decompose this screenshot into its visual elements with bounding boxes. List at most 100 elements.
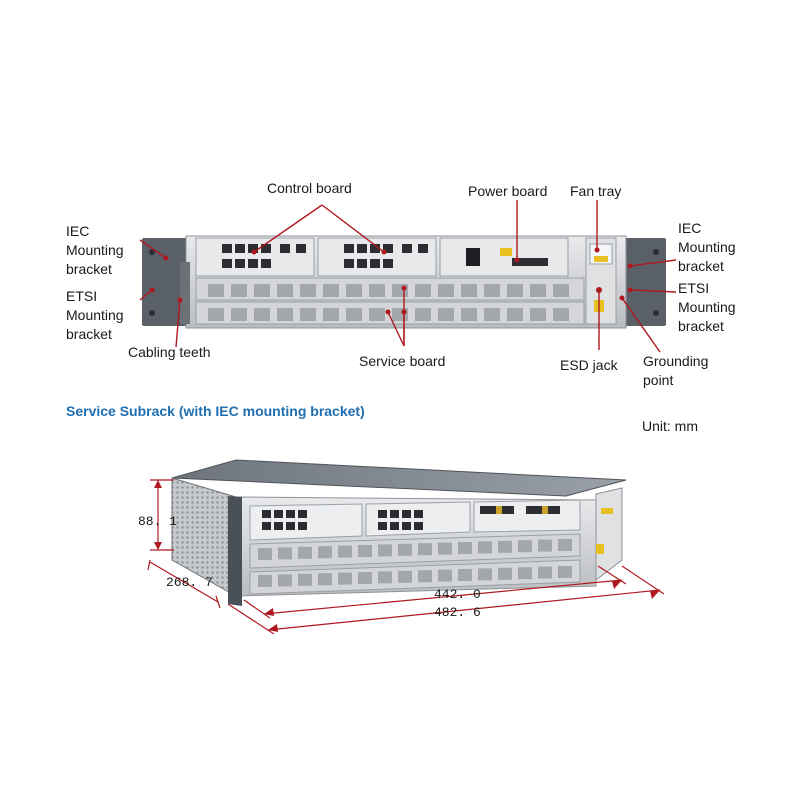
control-board-2: [317, 237, 437, 277]
sfp-port: [438, 308, 454, 321]
iec-right-line2: Mounting: [678, 239, 736, 255]
sfp-port: [458, 569, 472, 581]
height-dimension-label: 88. 1: [138, 514, 177, 529]
grounding-point-line1: Grounding: [643, 353, 708, 369]
rj45-port: [274, 522, 283, 530]
sfp-port: [418, 543, 432, 556]
control-board-3d-2: [365, 501, 471, 537]
sfp-port: [346, 284, 362, 297]
front-view: [142, 235, 666, 329]
sfp-port: [278, 547, 292, 560]
service-board-ports: [208, 284, 569, 321]
power-connector-accent-2: [542, 506, 548, 514]
etsi-left-line2: Mounting: [66, 307, 124, 323]
rj45-port: [344, 259, 354, 268]
fan-tray-3d-label: [601, 508, 613, 514]
power-board: [439, 237, 569, 277]
sfp-port: [318, 573, 332, 586]
grounding-point-line2: point: [643, 372, 673, 388]
sfp-port: [208, 308, 224, 321]
rj45-port: [248, 244, 258, 253]
service-board-3d-2: [249, 559, 581, 595]
sfp-port: [518, 567, 532, 580]
iec-left-line1: IEC: [66, 223, 89, 239]
rj45-port: [280, 244, 290, 253]
rj45-port: [222, 259, 232, 268]
sfp-port: [415, 308, 431, 321]
sfp-port: [461, 308, 477, 321]
sfp-port: [208, 284, 224, 297]
power-board-3d: [473, 499, 581, 533]
sfp-port: [538, 539, 552, 552]
sfp-port: [318, 546, 332, 559]
outer-width-dimension-label: 482. 6: [434, 605, 481, 620]
sfp-port: [484, 284, 500, 297]
sfp-port: [538, 566, 552, 579]
sfp-port: [392, 308, 408, 321]
sfp-port: [484, 308, 500, 321]
section-title: Service Subrack (with IEC mounting brack…: [66, 403, 365, 419]
etsi-left-line1: ETSI: [66, 288, 97, 304]
sfp-port: [300, 308, 316, 321]
rj45-port: [418, 244, 428, 253]
sfp-port: [498, 540, 512, 553]
sfp-port: [398, 543, 412, 556]
fan-tray-3d: [595, 487, 623, 582]
sfp-port: [498, 567, 512, 580]
fan-tray-label: Fan tray: [570, 183, 621, 199]
rj45-port: [261, 259, 271, 268]
sfp-port: [369, 308, 385, 321]
sfp-port: [530, 284, 546, 297]
rj45-port: [370, 259, 380, 268]
iec-left-line3: bracket: [66, 261, 112, 277]
sfp-port: [478, 568, 492, 581]
control-board-1: [195, 237, 315, 277]
sfp-port: [298, 573, 312, 586]
rj45-port: [344, 244, 354, 253]
rj45-port: [390, 510, 399, 518]
cabling-teeth: [180, 262, 190, 324]
rj45-port: [357, 244, 367, 253]
sfp-port: [300, 284, 316, 297]
power-warning-label: [500, 248, 512, 256]
sfp-port: [358, 572, 372, 584]
sfp-port: [298, 546, 312, 559]
rj45-port: [383, 244, 393, 253]
control-board-ports: [222, 244, 428, 268]
sfp-port: [478, 541, 492, 554]
sfp-port: [346, 308, 362, 321]
bracket-hole: [653, 249, 659, 255]
rj45-port: [402, 510, 411, 518]
sfp-port: [258, 548, 272, 560]
rj45-port: [414, 522, 423, 530]
iec-right-line1: IEC: [678, 220, 701, 236]
right-mounting-bracket: [622, 238, 666, 326]
sfp-port: [458, 542, 472, 554]
sfp-port: [507, 284, 523, 297]
sfp-port: [418, 570, 432, 583]
perspective-view: [171, 459, 627, 606]
perspective-ports: [258, 510, 572, 587]
front-view-leaders: [139, 200, 677, 353]
sfp-port: [558, 539, 572, 551]
power-connector: [512, 258, 548, 266]
unit-label: Unit: mm: [642, 418, 698, 434]
rj45-port: [262, 510, 271, 518]
rj45-port: [274, 510, 283, 518]
sfp-port: [323, 284, 339, 297]
esd-jack-3d: [596, 544, 604, 554]
sfp-port: [553, 308, 569, 321]
rj45-port: [414, 510, 423, 518]
sfp-port: [553, 284, 569, 297]
front-view-labels: Control board Power board Fan tray IEC M…: [66, 180, 736, 388]
sfp-port: [378, 571, 392, 584]
sfp-port: [254, 284, 270, 297]
sfp-port: [378, 544, 392, 557]
sfp-port: [258, 575, 272, 587]
esd-jack-label: ESD jack: [560, 357, 619, 373]
sfp-port: [323, 308, 339, 321]
rj45-port: [235, 259, 245, 268]
sfp-port: [392, 284, 408, 297]
rj45-port: [286, 510, 295, 518]
